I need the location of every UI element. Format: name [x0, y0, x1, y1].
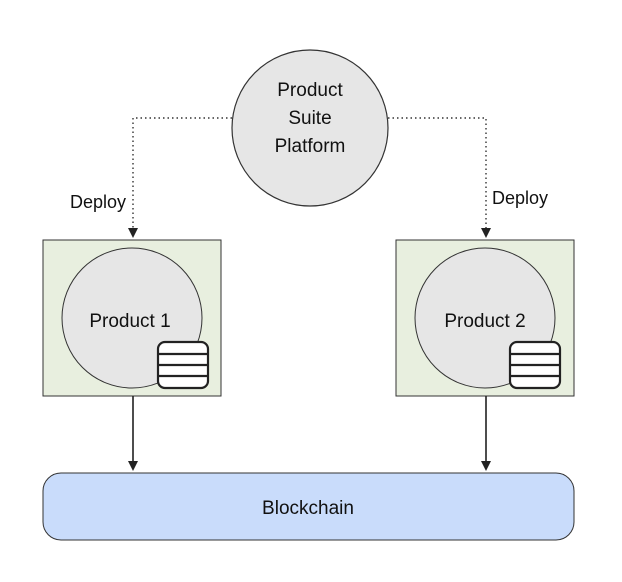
platform-node: Product Suite Platform: [231, 49, 389, 207]
blockchain-label: Blockchain: [262, 498, 354, 519]
deploy-label-right: Deploy: [492, 188, 548, 208]
deploy-connector-left: [128, 117, 232, 238]
deploy-label-left: Deploy: [70, 192, 126, 212]
product-1-label: Product 1: [89, 311, 170, 332]
database-icon: [156, 340, 210, 390]
product-2-label: Product 2: [444, 311, 525, 332]
product-1-container: Product 1: [42, 239, 222, 397]
deploy-connector-right: [388, 117, 491, 238]
product-2-container: Product 2: [395, 239, 575, 397]
platform-label-line1: Product: [277, 80, 343, 101]
database-icon: [508, 340, 562, 390]
platform-label-line3: Platform: [275, 136, 346, 157]
platform-label-line2: Suite: [288, 108, 331, 129]
blockchain-node: Blockchain: [42, 472, 575, 541]
